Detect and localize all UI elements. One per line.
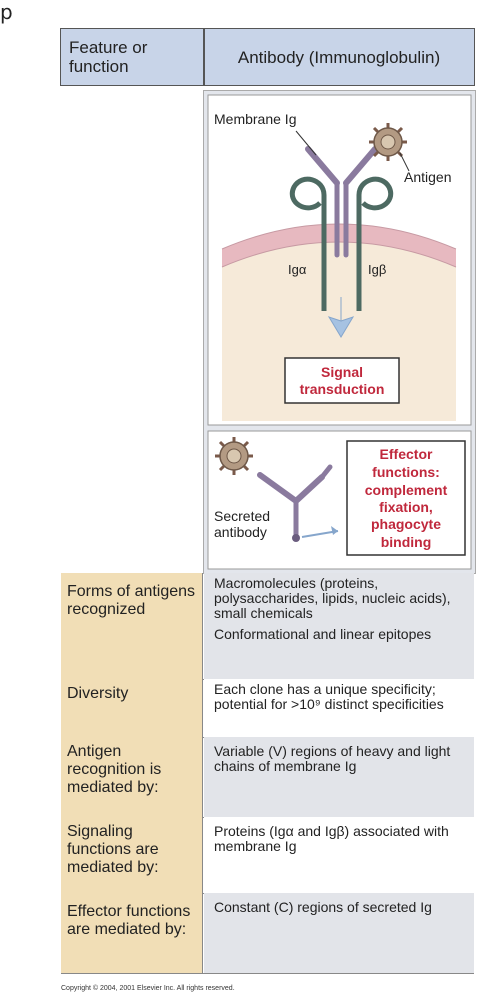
effector-arrow-head <box>331 526 338 535</box>
description-line: Each clone has a unique specificity; pot… <box>214 681 444 712</box>
table-header: Feature or function Antibody (Immunoglob… <box>60 28 475 86</box>
antibody-diagram: Membrane Ig Antigen Igα Igβ Signal trans… <box>207 94 472 570</box>
signal-arrow <box>327 297 355 338</box>
feature-column-header: Feature or function <box>69 38 148 76</box>
table-row: Effector functions are mediated by: Cons… <box>61 893 474 974</box>
effector-line-2: functions: <box>372 464 440 480</box>
description-line: Constant (C) regions of secreted Ig <box>214 899 432 915</box>
table-row: Diversity Each clone has a unique specif… <box>61 679 474 738</box>
secreted-label-line1: Secreted <box>214 508 270 524</box>
signal-label-line1: Signal <box>321 364 363 380</box>
ig-beta-label: Igβ <box>368 262 386 277</box>
antigen-pointer <box>399 152 410 172</box>
feature-cell: Antigen recognition is mediated by: <box>61 737 203 817</box>
page-corner-mark: p <box>0 0 13 24</box>
ig-alpha-label: Igα <box>288 262 307 277</box>
description-cell: Proteins (Igα and Igβ) associated with m… <box>204 817 474 893</box>
table-row: Forms of antigens recognized Macromolecu… <box>61 573 474 680</box>
antigen-label: Antigen <box>404 169 451 185</box>
antibody-column-header: Antibody (Immunoglobulin) <box>237 47 441 67</box>
secreted-antibody <box>257 464 333 540</box>
feature-cell: Effector functions are mediated by: <box>61 893 203 973</box>
description-line: Proteins (Igα and Igβ) associated with m… <box>214 823 449 854</box>
description-cell: Constant (C) regions of secreted Ig <box>204 893 474 973</box>
ig-beta-chain <box>356 176 394 311</box>
effector-line-1: Effector <box>380 446 433 462</box>
effector-line-5: phagocyte <box>371 516 441 532</box>
header-divider <box>203 29 205 85</box>
antibody-diagram-panel: Membrane Ig Antigen Igα Igβ Signal trans… <box>203 90 476 574</box>
signal-label-line2: transduction <box>300 381 385 397</box>
antigen-bottom <box>215 437 253 475</box>
antigen-top <box>369 123 407 161</box>
feature-cell: Signaling functions are mediated by: <box>61 817 203 893</box>
description-line: Macromolecules (proteins, polysaccharide… <box>214 575 451 621</box>
membrane-ig-pointer <box>295 130 317 156</box>
secreted-label-line2: antibody <box>214 524 267 540</box>
effector-line-6: binding <box>381 534 432 550</box>
cell-membrane <box>222 224 456 267</box>
membrane-ig-label: Membrane Ig <box>214 111 296 127</box>
table-row: Antigen recognition is mediated by: Vari… <box>61 737 474 818</box>
effector-box <box>346 440 466 556</box>
effector-arrow-line <box>301 530 339 538</box>
feature-cell: Diversity <box>61 679 203 737</box>
copyright-notice: Copyright © 2004, 2001 Elsevier Inc. All… <box>61 985 235 992</box>
membrane-ig <box>305 146 378 258</box>
table-row: Signaling functions are mediated by: Pro… <box>61 817 474 894</box>
description-line: Conformational and linear epitopes <box>214 626 432 642</box>
feature-cell: Forms of antigens recognized <box>61 573 203 679</box>
fc-region-dot <box>292 534 300 542</box>
effector-line-3: complement <box>365 482 448 498</box>
description-cell: Each clone has a unique specificity; pot… <box>204 679 474 737</box>
description-cell: Variable (V) regions of heavy and light … <box>204 737 474 817</box>
description-cell: Macromolecules (proteins, polysaccharide… <box>204 573 474 679</box>
description-line: Variable (V) regions of heavy and light … <box>214 743 451 774</box>
effector-line-4: fixation, <box>379 499 433 515</box>
signal-box <box>284 357 400 404</box>
ig-alpha-chain <box>289 176 327 311</box>
